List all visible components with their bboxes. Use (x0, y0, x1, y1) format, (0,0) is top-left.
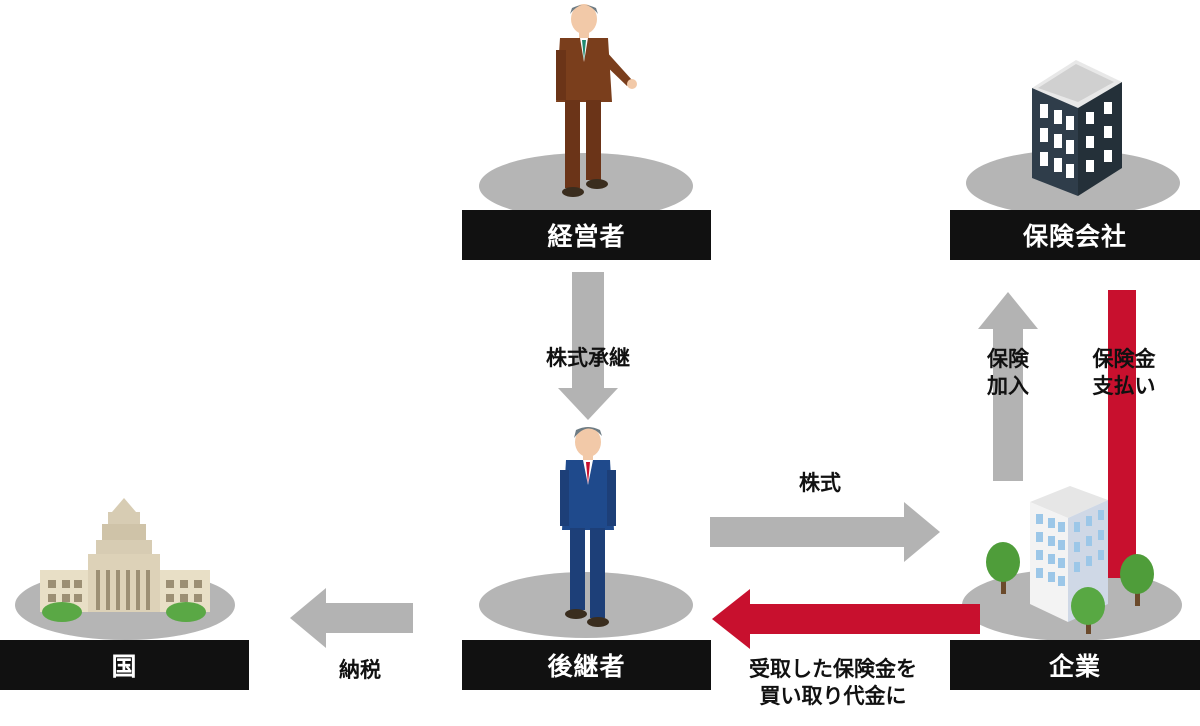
insurance-join-caption: 保険 加入 (978, 346, 1038, 400)
insurance-payout-line2: 支払い (1092, 374, 1156, 398)
share-succession-caption: 株式承継 (546, 346, 630, 370)
tax-caption: 納税 (339, 658, 381, 682)
insurance-building-icon (1032, 60, 1122, 196)
insurance-join-line1: 保険 (987, 347, 1029, 371)
state-label: 国 (0, 640, 249, 690)
company-building-icon (986, 486, 1154, 634)
share-succession-arrow (558, 272, 618, 420)
company-label: 企業 (950, 640, 1200, 690)
buyback-line2: 買い取り代金に (759, 684, 907, 708)
insurance-payout-line1: 保険金 (1092, 347, 1156, 371)
successor-icon (560, 427, 616, 627)
tax-arrow (290, 588, 413, 648)
manager-platform (479, 153, 693, 219)
insurance-payout-arrow (712, 290, 1136, 649)
insurer-label: 保険会社 (950, 210, 1200, 260)
successor-platform (479, 572, 693, 638)
insurance-payout-caption: 保険金 支払い (1076, 346, 1172, 400)
buyback-line1: 受取した保険金を (749, 657, 917, 681)
manager-label: 経営者 (462, 210, 711, 260)
shares-caption: 株式 (799, 471, 841, 495)
shares-arrow (710, 502, 940, 562)
businessman-icon (556, 4, 637, 197)
insurance-join-arrow (978, 292, 1038, 481)
insurance-join-line2: 加入 (987, 374, 1029, 398)
buyback-caption: 受取した保険金を 買い取り代金に (716, 656, 950, 710)
successor-label: 後継者 (462, 640, 711, 690)
diet-building-icon (40, 498, 210, 622)
